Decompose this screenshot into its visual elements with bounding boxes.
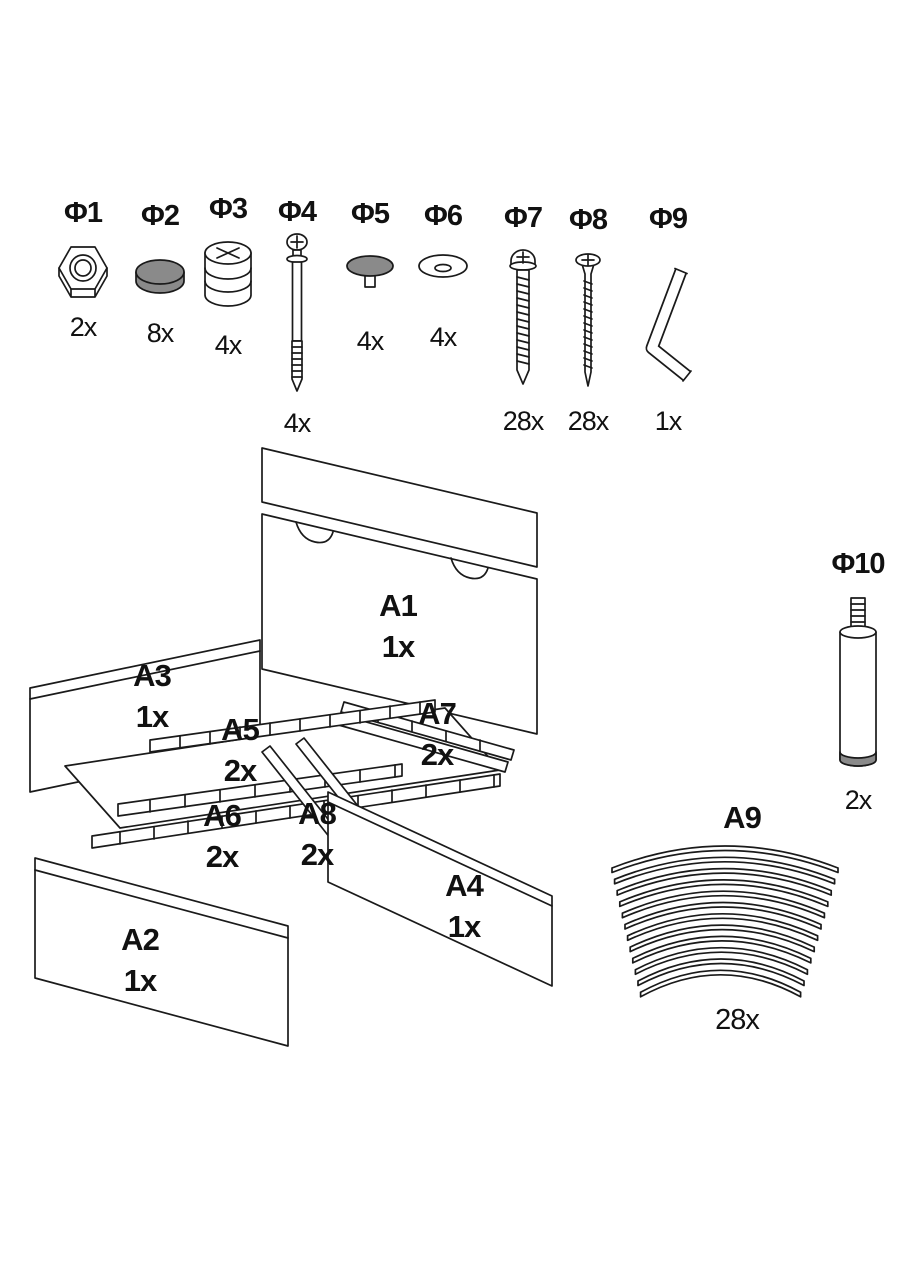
cam-bolt-icon	[286, 233, 308, 392]
hw-phi3-qty: 4x	[214, 330, 243, 360]
wood-screw-icon	[575, 253, 601, 387]
part-a9-label: A9	[723, 800, 762, 835]
hw-phi3-label: Φ3	[209, 193, 248, 225]
hw-phi2-label: Φ2	[141, 200, 180, 232]
hw-phi9-qty: 1x	[654, 406, 683, 436]
cam-lock-icon	[204, 241, 252, 307]
hw-phi1-label: Φ1	[64, 197, 103, 229]
stem-cover-cap-icon	[346, 255, 394, 288]
hw-phi9-label: Φ9	[649, 203, 688, 235]
hw-phi6-label: Φ6	[424, 200, 463, 232]
hw-phi5-qty: 4x	[356, 326, 385, 356]
part-a5-rails	[149, 699, 436, 753]
hw-phi4-qty: 4x	[283, 408, 312, 438]
hw-phi7-qty: 28x	[502, 406, 545, 436]
oval-cover-cap-icon	[418, 254, 468, 278]
allen-key-icon	[645, 267, 692, 382]
part-a1-headboard	[261, 447, 538, 735]
hw-phi7-label: Φ7	[504, 202, 543, 234]
hw-phi10-label: Φ10	[831, 548, 885, 580]
part-a4-side-rail	[327, 791, 553, 987]
front-slat-rail	[91, 773, 501, 849]
hw-phi1-qty: 2x	[69, 312, 98, 342]
round-cover-cap-icon	[135, 259, 185, 294]
leg-icon	[839, 597, 877, 767]
part-a9-slat-stack	[611, 845, 839, 998]
hw-phi8-label: Φ8	[569, 204, 608, 236]
pan-head-screw-icon	[509, 249, 537, 385]
part-a2-front-panel	[34, 857, 289, 1047]
hw-phi2-qty: 8x	[146, 318, 175, 348]
hex-nut-icon	[58, 246, 108, 298]
hw-phi10-qty: 2x	[844, 785, 873, 815]
hw-phi4-label: Φ4	[278, 196, 317, 228]
part-a9-qty: 28x	[715, 1004, 760, 1036]
hw-phi6-qty: 4x	[429, 322, 458, 352]
hw-phi5-label: Φ5	[351, 198, 390, 230]
hw-phi8-qty: 28x	[567, 406, 610, 436]
